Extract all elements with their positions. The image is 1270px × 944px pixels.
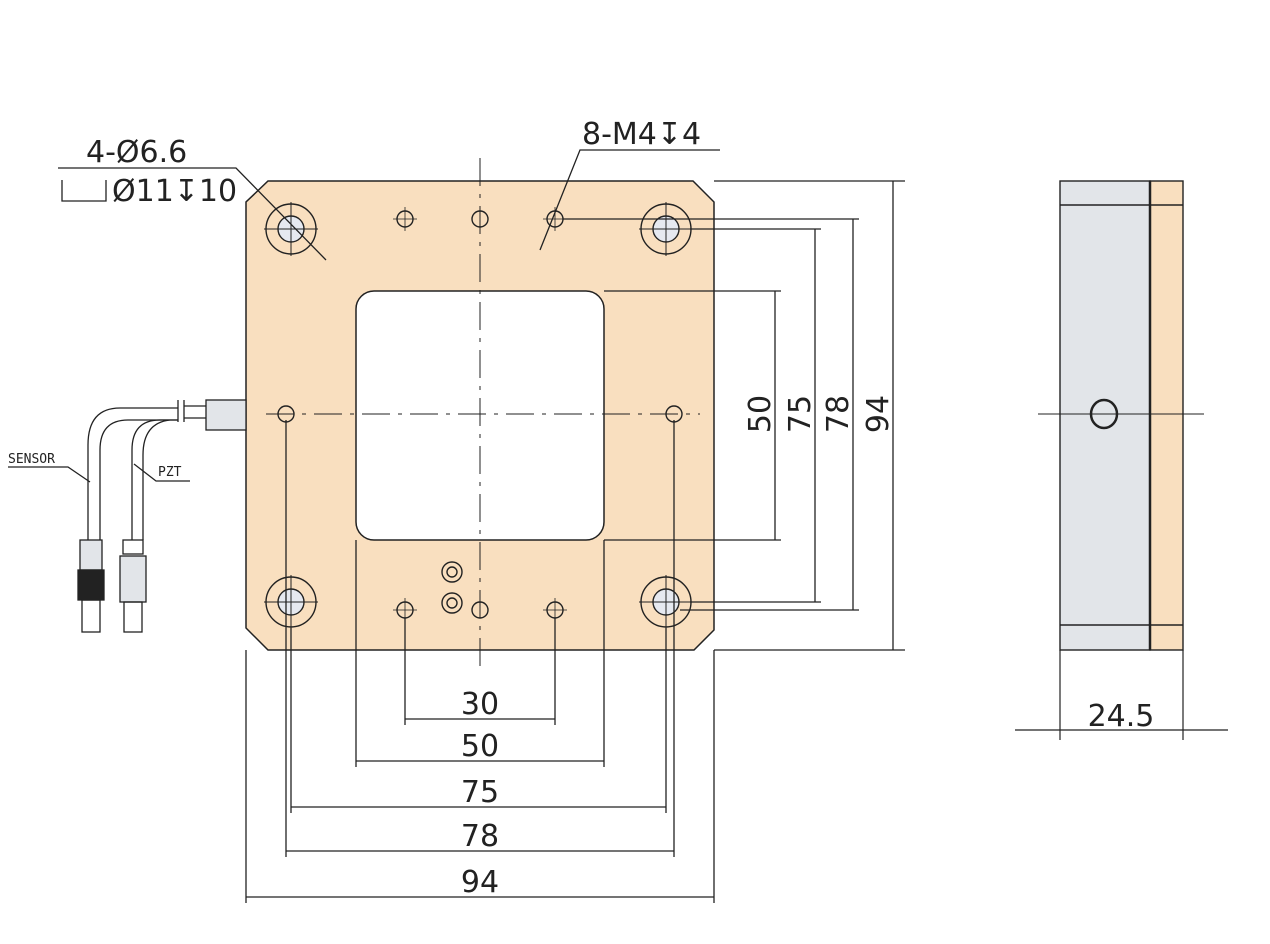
dim-bottom-94: 94: [461, 865, 499, 900]
pzt-label: PZT: [158, 465, 182, 480]
dim-bottom-30: 30: [461, 687, 499, 722]
counterbore-callout: Ø11↧10: [112, 174, 237, 209]
right-dimension-lines: [563, 180, 905, 651]
counterbore-holes: [264, 202, 693, 629]
sensor-label: SENSOR: [8, 452, 55, 467]
cables: [77, 399, 247, 633]
dim-right-50: 50: [743, 395, 778, 433]
dim-bottom-50: 50: [461, 729, 499, 764]
side-view: [1015, 180, 1228, 740]
bottom-dimension-lines: [245, 420, 715, 903]
dim-bottom-78: 78: [461, 819, 499, 854]
through-hole-callout: 4-Ø6.6: [86, 135, 187, 170]
dim-right-75: 75: [783, 395, 818, 433]
dim-right-94: 94: [861, 395, 896, 433]
dim-right-78: 78: [821, 395, 856, 433]
dim-bottom-75: 75: [461, 775, 499, 810]
tapped-hole-callout: 8-M4↧4: [582, 117, 701, 152]
dim-side-thickness: 24.5: [1088, 699, 1155, 734]
